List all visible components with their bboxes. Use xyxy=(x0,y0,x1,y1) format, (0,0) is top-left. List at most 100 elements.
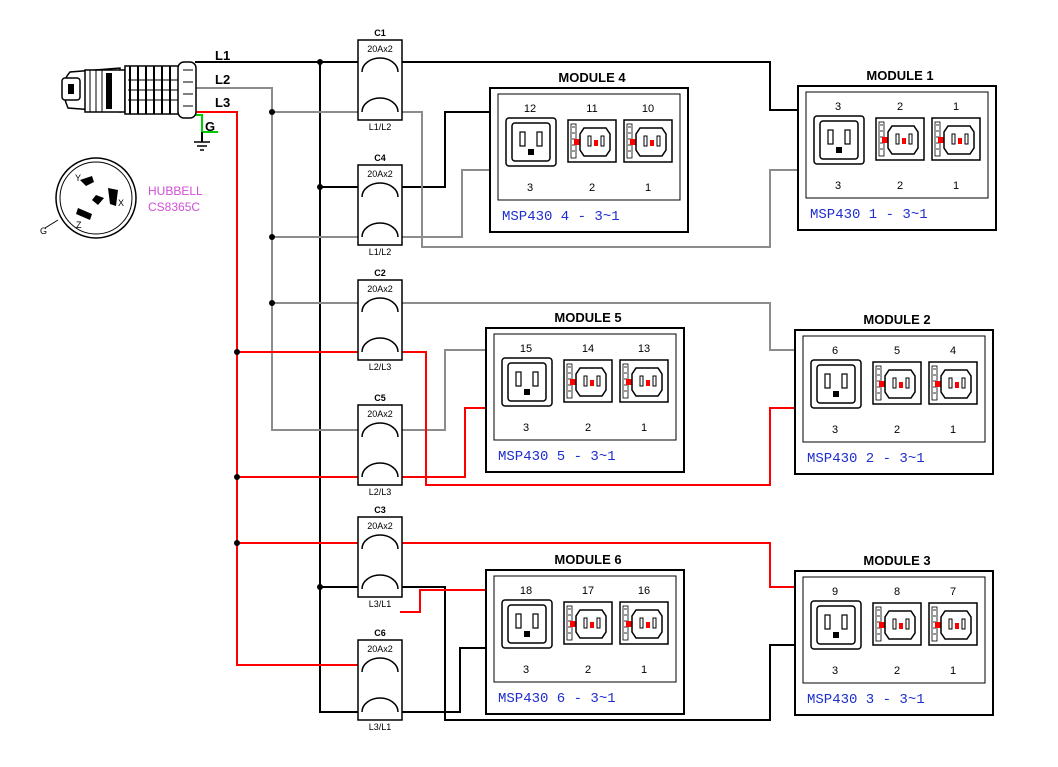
indicator-led xyxy=(879,381,885,387)
indicator-led xyxy=(935,381,941,387)
outlet-number: 2 xyxy=(897,101,903,113)
indicator-led xyxy=(935,622,941,628)
breaker-arc-top xyxy=(361,297,399,313)
breaker-rating: 20Ax2 xyxy=(367,409,393,419)
phase-number: 1 xyxy=(641,422,647,434)
m6-red-feed xyxy=(400,589,488,613)
l3-wires xyxy=(195,111,797,666)
ground-wire xyxy=(195,114,218,133)
c5-l3-to-m5 xyxy=(400,407,488,478)
phase-number: 3 xyxy=(832,665,838,677)
c13-outlet-icon xyxy=(931,117,981,161)
c3-out-to-m6 xyxy=(400,586,797,721)
phase-number: 3 xyxy=(835,180,841,192)
l1-wires xyxy=(195,61,800,721)
phase-number: 2 xyxy=(585,422,591,434)
breaker-arc-bottom xyxy=(361,337,399,353)
breaker-phases: L3/L1 xyxy=(369,599,392,609)
l2-wires xyxy=(195,87,800,431)
breaker-rating: 20Ax2 xyxy=(367,44,393,54)
pin-y-label: Y xyxy=(75,173,81,183)
indicator-led xyxy=(574,139,580,145)
outlet-number: 11 xyxy=(586,103,597,115)
phase-number: 3 xyxy=(523,664,529,676)
breaker-arc-bottom xyxy=(361,462,399,478)
indicator-led xyxy=(626,621,632,627)
junction-dot xyxy=(269,300,275,306)
breakers: C120Ax2L1/L2C420Ax2L1/L2C220Ax2L2/L3C520… xyxy=(357,28,403,732)
junction-dot xyxy=(269,109,275,115)
module-title: MODULE 1 xyxy=(866,68,933,83)
plug-body-icon xyxy=(61,61,197,119)
outlet-number: 13 xyxy=(638,343,650,355)
c19-outlet-icon xyxy=(501,599,553,649)
breaker-arc-bottom xyxy=(361,574,399,590)
phase-number: 3 xyxy=(832,424,838,436)
indicator-led xyxy=(630,139,636,145)
plug-face-icon xyxy=(44,157,137,239)
breaker-rating: 20Ax2 xyxy=(367,644,393,654)
c19-outlet-icon xyxy=(813,115,865,165)
module-title: MODULE 6 xyxy=(554,552,621,567)
breaker-id: C6 xyxy=(374,628,386,638)
breaker-phases: L1/L2 xyxy=(369,122,392,132)
indicator-led xyxy=(626,379,632,385)
breaker-arc-bottom xyxy=(361,697,399,713)
module-label: MSP430 3 - 3~1 xyxy=(807,692,925,708)
outlet-number: 16 xyxy=(638,585,650,597)
c13-outlet-icon xyxy=(619,359,669,403)
outlet-number: 8 xyxy=(894,586,900,598)
c13-outlet-icon xyxy=(567,119,617,163)
outlet-number: 5 xyxy=(894,345,900,357)
module-label: MSP430 1 - 3~1 xyxy=(810,207,928,223)
c19-outlet-icon xyxy=(810,359,862,409)
outlet-number: 14 xyxy=(582,343,594,355)
c19-outlet-icon xyxy=(505,117,557,167)
junction-dot xyxy=(234,474,240,480)
l3-label: L3 xyxy=(215,95,230,110)
phase-number: 1 xyxy=(953,180,959,192)
outlet-number: 7 xyxy=(950,586,956,598)
l2-label: L2 xyxy=(215,72,230,87)
breaker-rating: 20Ax2 xyxy=(367,284,393,294)
breaker-phases: L3/L1 xyxy=(369,722,392,732)
breaker-body xyxy=(357,279,403,361)
wires xyxy=(194,61,800,721)
breaker-arc-top xyxy=(361,57,399,73)
module-title: MODULE 2 xyxy=(863,312,930,327)
breaker-phases: L2/L3 xyxy=(369,487,392,497)
l2-main-feed xyxy=(195,87,360,431)
phase-number: 1 xyxy=(950,424,956,436)
ground-label: G xyxy=(205,119,215,134)
c13-outlet-icon xyxy=(928,361,978,405)
c19-outlet-icon xyxy=(810,600,862,650)
outlet-number: 18 xyxy=(520,585,532,597)
phase-number: 3 xyxy=(527,182,533,194)
c13-outlet-icon xyxy=(623,119,673,163)
breaker-arc-top xyxy=(361,422,399,438)
pin-g-label: G xyxy=(40,226,47,236)
breaker-body xyxy=(357,164,403,246)
junction-dot xyxy=(269,234,275,240)
breaker-phases: L2/L3 xyxy=(369,362,392,372)
phase-number: 1 xyxy=(641,664,647,676)
breaker-id: C5 xyxy=(374,393,386,403)
c13-outlet-icon xyxy=(872,602,922,646)
module-title: MODULE 4 xyxy=(558,70,626,85)
indicator-led xyxy=(570,621,576,627)
pin-z-label: Z xyxy=(76,220,82,230)
c13-outlet-icon xyxy=(928,602,978,646)
plug-model-number: CS8365C xyxy=(148,200,200,214)
breaker-phases: L1/L2 xyxy=(369,247,392,257)
phase-number: 1 xyxy=(950,665,956,677)
module-title: MODULE 5 xyxy=(554,310,621,325)
phase-number: 2 xyxy=(897,180,903,192)
l3-to-c3 xyxy=(237,542,797,588)
